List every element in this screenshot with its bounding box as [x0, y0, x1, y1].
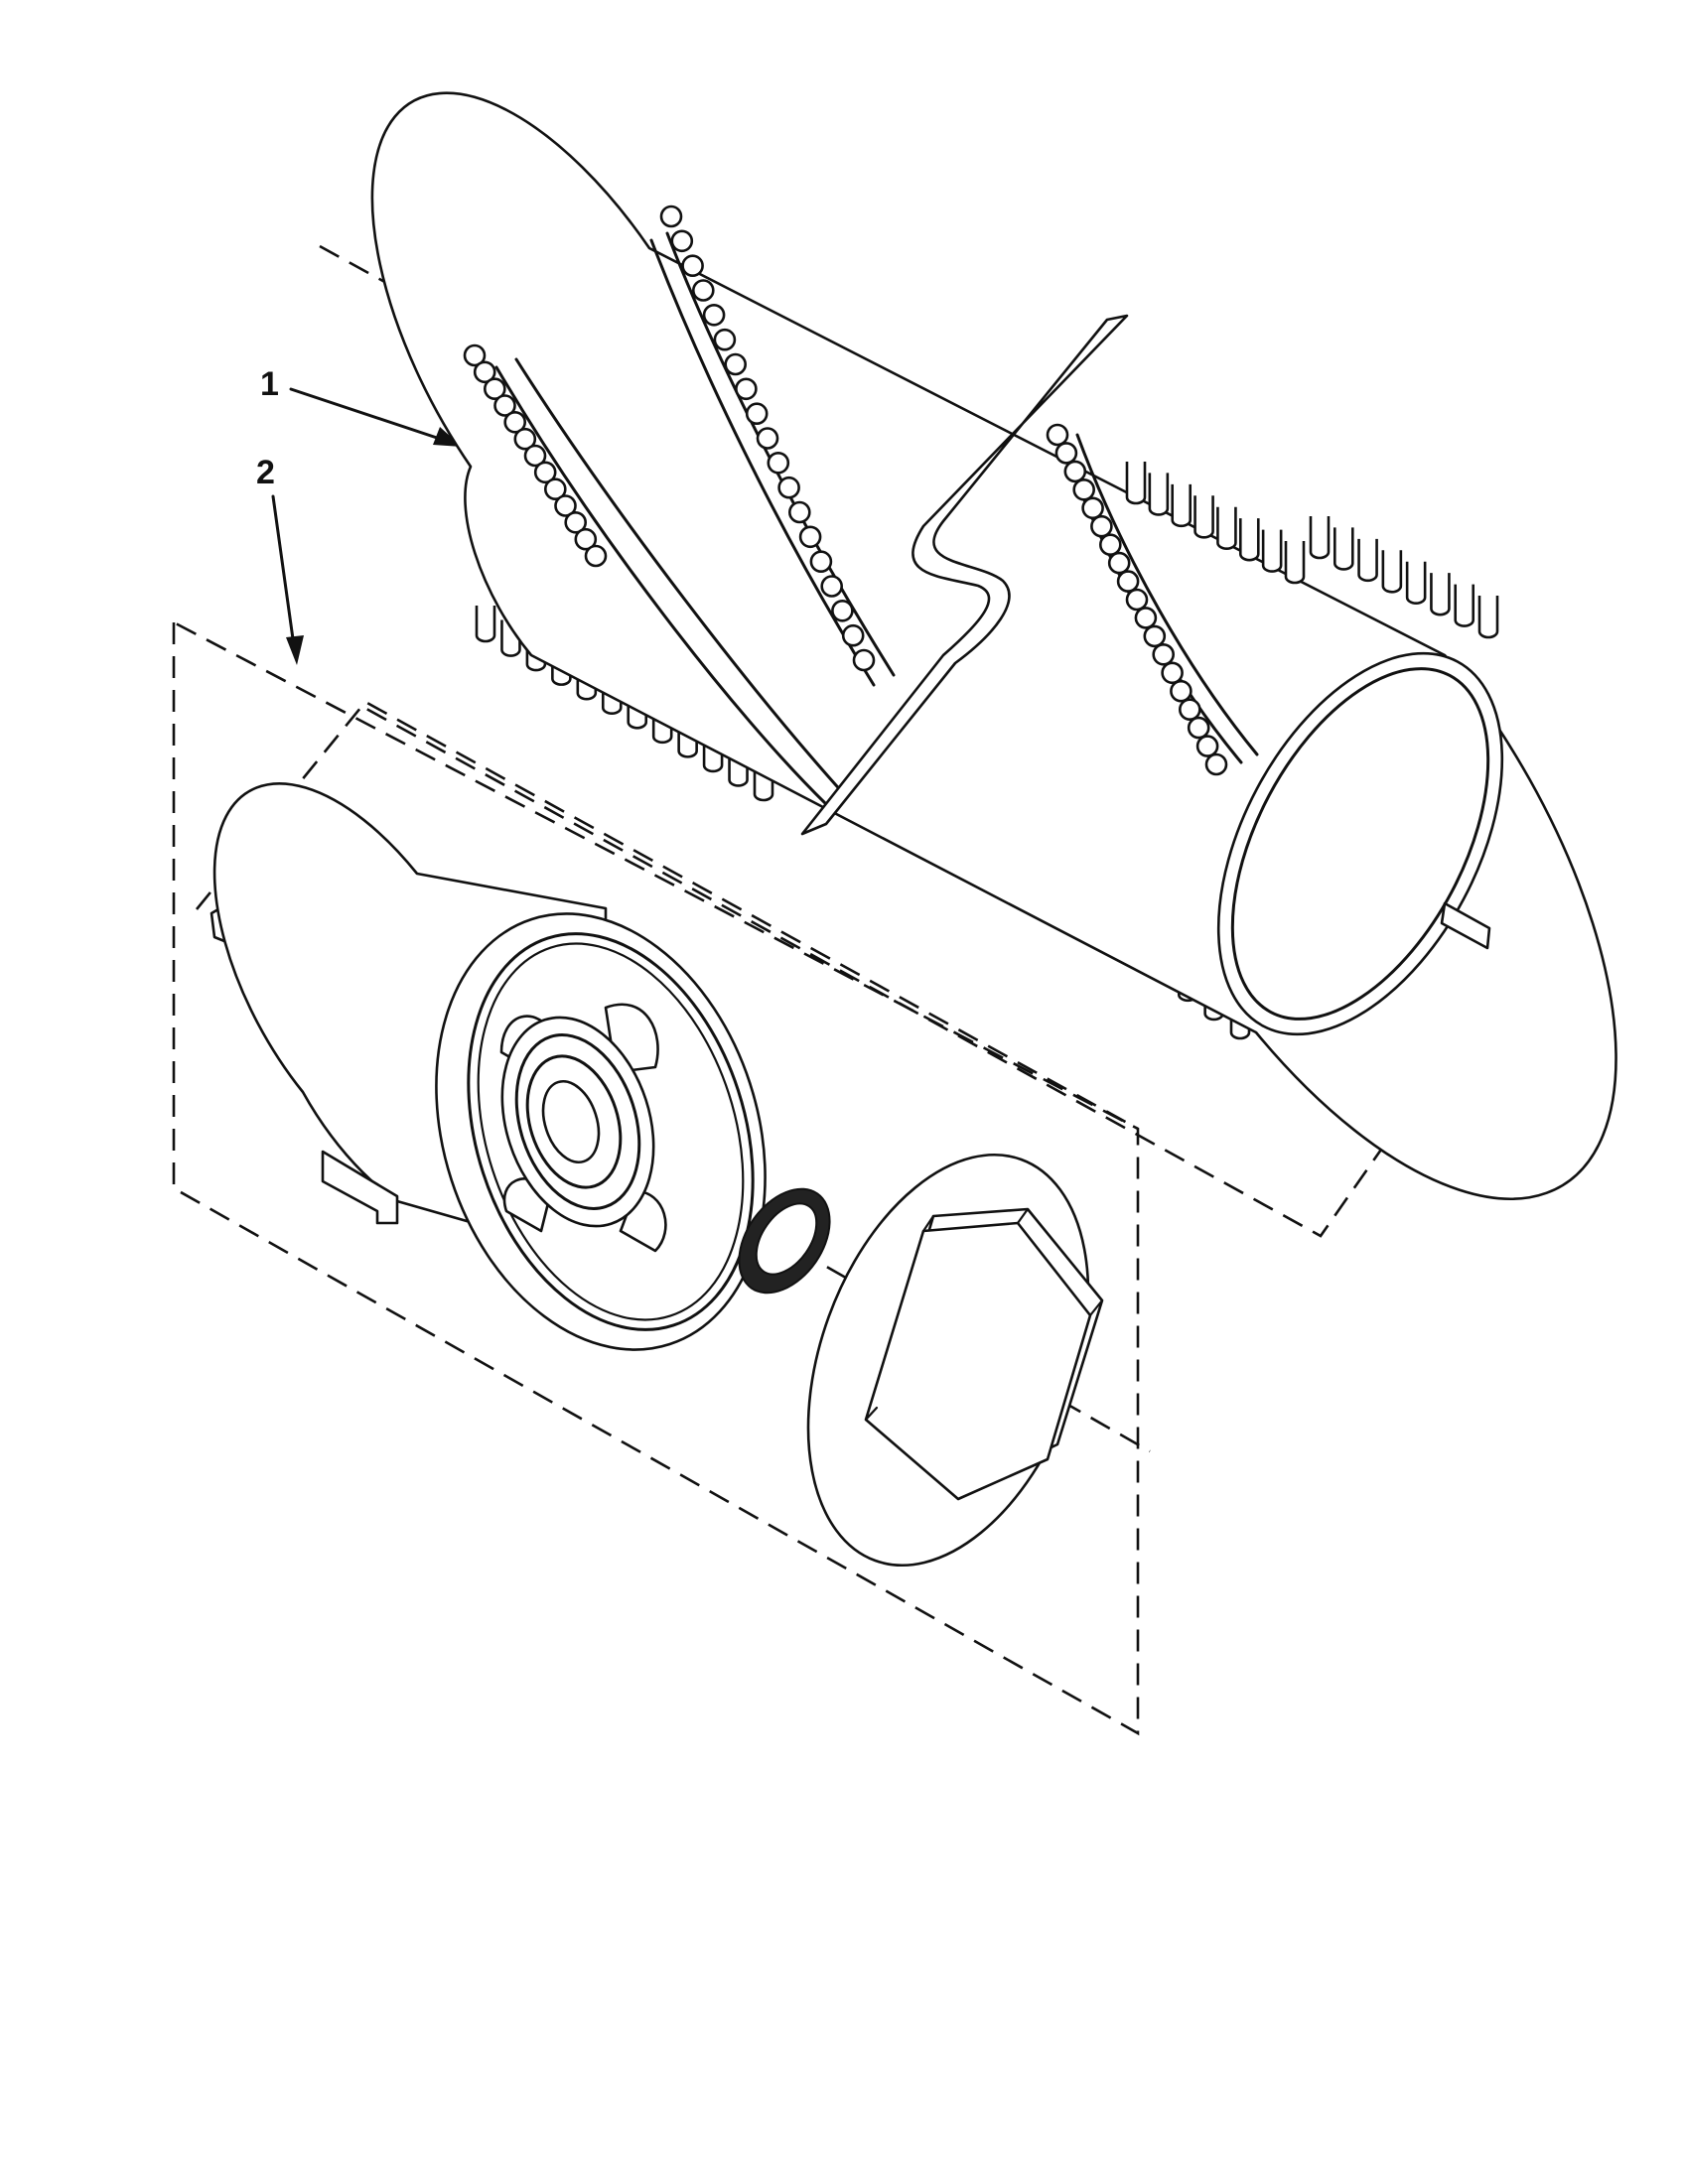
bristle-tip-dot — [777, 476, 800, 499]
bristle-tip-dot — [1204, 752, 1228, 776]
bristle-tuft — [1171, 483, 1193, 528]
bristle-tuft — [1333, 527, 1354, 571]
bristle-tuft — [1261, 529, 1283, 573]
bristle-tip-dot — [1054, 442, 1078, 465]
assembly-2-outer-box — [172, 619, 1140, 1736]
end-cap-face-inner — [467, 932, 755, 1331]
bristle-tip-dot — [503, 410, 527, 434]
drive-belt — [800, 314, 1129, 836]
end-cap-assembly-icon — [210, 781, 1104, 1568]
bristle-tip-dot — [787, 500, 811, 524]
callout-2: 2 — [256, 454, 304, 665]
bristle-tip-dot — [513, 427, 537, 451]
bristle-tip-dot — [533, 461, 557, 484]
bristle-tip-dot — [584, 544, 608, 568]
bristle-tip-dot — [831, 599, 854, 622]
bristle-tip-dot — [1099, 533, 1122, 557]
bristle-tip-dot — [1072, 478, 1095, 501]
bristle-tip-dot — [820, 575, 844, 598]
bristle-tip-dot — [1134, 607, 1158, 629]
bristle-tip-dot — [463, 343, 487, 367]
brush-roll-end-inner — [1230, 667, 1490, 1021]
callout-2-arrowhead — [286, 635, 304, 665]
bristle-tip-dot — [745, 402, 769, 426]
bristle-tip-dot — [543, 478, 567, 501]
bristle-tip-dot — [798, 525, 822, 549]
bristle-tip-dot — [841, 623, 865, 647]
bristle-tip-dot — [702, 303, 726, 327]
end-cap-tab — [321, 1150, 399, 1225]
bristle-tip-dot — [1046, 423, 1069, 447]
bristle-tip-dot — [670, 229, 694, 253]
bristle-tip-dot — [564, 510, 588, 534]
brush-roll-bristles-top — [1125, 462, 1499, 639]
bristle-tuft — [1193, 495, 1214, 539]
bristle-tip-dot — [523, 444, 547, 468]
bristle-tuft — [475, 606, 496, 643]
bristle-tip-dot — [713, 328, 737, 351]
bristle-tuft — [1357, 538, 1378, 583]
bristle-tuft — [1309, 516, 1331, 560]
bristle-tip-dot — [1152, 642, 1175, 666]
bristle-tip-dot — [659, 205, 683, 228]
bristle-tuft — [1381, 550, 1403, 594]
bristle-tip-dot — [1081, 496, 1104, 520]
bristle-tip-dot — [681, 254, 704, 278]
bearing-inner — [755, 1202, 818, 1276]
bristle-tuft — [1430, 573, 1451, 616]
bristle-tuft — [1284, 541, 1306, 585]
bristle-tip-dot — [691, 279, 715, 302]
bristle-tip-dot — [574, 527, 598, 551]
end-cap-hub-inner — [525, 1054, 623, 1189]
end-cap-hub-bore — [541, 1079, 601, 1164]
spiral-strip-1a — [514, 357, 846, 796]
bristle-tip-dot — [1187, 716, 1210, 740]
brush-roll-bristle-tips — [463, 205, 1228, 776]
bristle-tuft — [1125, 462, 1147, 505]
bristle-tip-dot — [1170, 679, 1193, 703]
bristle-tip-dot — [1107, 551, 1131, 575]
brush-roll-icon — [370, 91, 1617, 1201]
bristle-tip-dot — [1125, 588, 1149, 612]
bristle-tuft — [1148, 473, 1170, 516]
spiral-strip-3a — [1075, 433, 1259, 756]
bristle-tip-dot — [1179, 698, 1201, 722]
bristle-tip-dot — [1161, 661, 1184, 685]
bristle-tip-dot — [493, 394, 516, 417]
hex-plug-icon — [864, 1207, 1104, 1501]
end-cap-hub-mid — [514, 1033, 641, 1210]
bristle-tip-dot — [1143, 624, 1167, 648]
bristle-tip-dot — [483, 377, 506, 401]
bristle-tuft — [1238, 518, 1260, 562]
callout-1-leader — [289, 387, 454, 445]
bristle-tuft — [1216, 506, 1237, 551]
callout-2-leader — [271, 494, 297, 655]
spiral-strip-2b — [649, 238, 876, 687]
bristle-tuft — [1454, 584, 1475, 627]
bristle-tip-dot — [1090, 514, 1113, 538]
bristle-tip-dot — [1195, 735, 1219, 757]
brush-roll-end-outer — [1216, 651, 1504, 1036]
bristle-tip-dot — [756, 427, 779, 450]
bristle-tip-dot — [724, 352, 748, 376]
bearing-icon — [738, 1187, 831, 1295]
bristle-tip-dot — [735, 377, 758, 401]
bristle-tip-dot — [809, 550, 833, 574]
bristle-tip-dot — [1063, 460, 1087, 483]
callout-2-label: 2 — [256, 454, 275, 491]
bristle-tip-dot — [1116, 570, 1140, 593]
callout-1-label: 1 — [260, 365, 279, 403]
bristle-tuft — [1405, 561, 1427, 606]
bristle-tip-dot — [852, 648, 876, 672]
bristle-tip-dot — [767, 451, 790, 475]
bristle-tip-dot — [473, 360, 496, 384]
bristle-tip-dot — [554, 494, 577, 517]
brush-roll-shaft — [1440, 901, 1491, 950]
bristle-tuft — [1477, 596, 1499, 639]
spiral-strip-1b — [494, 365, 828, 806]
